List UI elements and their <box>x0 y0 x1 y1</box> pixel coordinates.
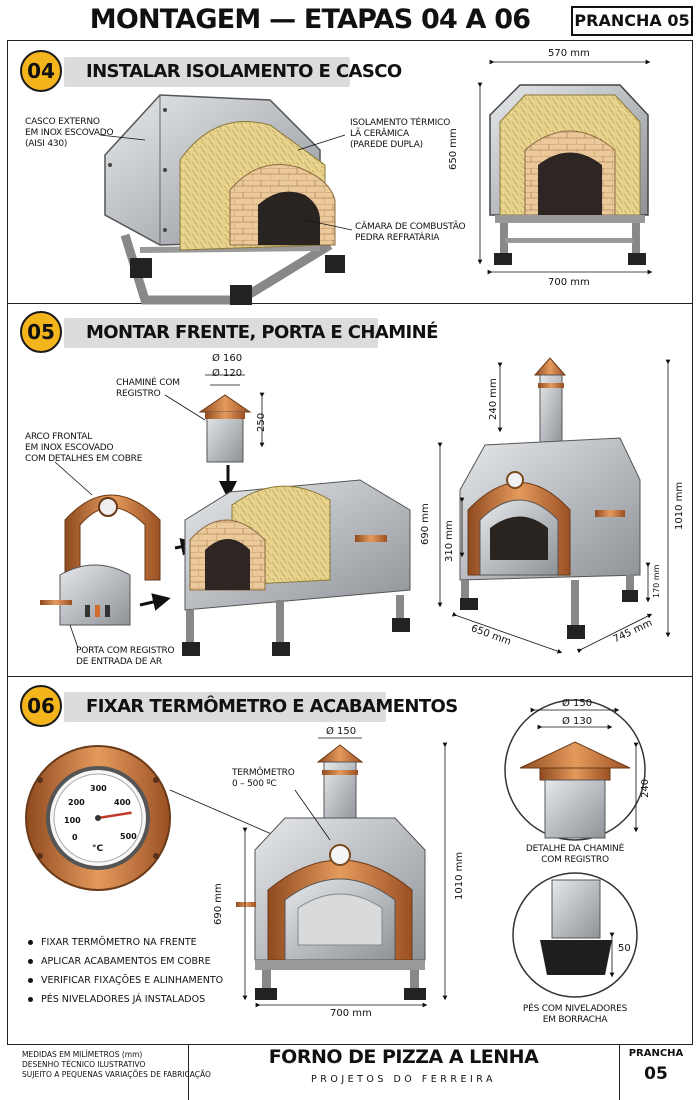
step04-title-bar <box>64 57 350 87</box>
step06-title: FIXAR TERMÔMETRO E ACABAMENTOS <box>86 696 458 717</box>
footer-sheet-number: 05 <box>644 1064 668 1084</box>
checklist-item: APLICAR ACABAMENTOS EM COBRE <box>28 952 223 971</box>
drawing-frame <box>7 40 693 1045</box>
dim-chimney-outer: Ø 160 <box>212 353 243 364</box>
label-door: PORTA COM REGISTRO DE ENTRADA DE AR <box>76 646 175 667</box>
finishing-checklist: FIXAR TERMÔMETRO NA FRENTE APLICAR ACABA… <box>28 933 223 1009</box>
step05-oven-body <box>182 479 411 656</box>
gauge-unit: °C <box>92 844 104 854</box>
step05-title: MONTAR FRENTE, PORTA E CHAMINÉ <box>86 322 438 343</box>
footer-divider <box>188 1045 189 1100</box>
dim-detail-outer: Ø 150 <box>562 698 593 709</box>
dim-opening-height: 310 mm <box>444 520 455 562</box>
step05-finished-oven <box>459 357 641 639</box>
sheet-number-box: PRANCHA 05 <box>571 6 693 36</box>
step06-chimney-detail <box>504 699 646 841</box>
step06-title-bar <box>64 692 386 722</box>
label-chimney-detail: DETALHE DA CHAMINÉ COM REGISTRO <box>525 844 625 865</box>
dim-detail-height: 240 <box>640 778 651 798</box>
dim-total-height: 1010 mm <box>674 481 685 530</box>
gauge-tick-400: 400 <box>114 798 131 807</box>
dim-detail-inner: Ø 130 <box>562 716 593 727</box>
label-insulation: ISOLAMENTO TÉRMICO LÃ CERÂMICA (PAREDE D… <box>350 118 451 150</box>
gauge-tick-300: 300 <box>90 784 107 793</box>
section-divider <box>7 676 693 677</box>
section-divider <box>7 303 693 304</box>
step05-title-bar <box>64 318 378 348</box>
dim-body-height-690: 690 mm <box>213 883 224 925</box>
dim-chimney-height: 250 <box>256 412 267 432</box>
step05-chimney-part <box>198 394 252 463</box>
dim-width-570: 570 mm <box>548 48 590 59</box>
label-chimney: CHAMINÉ COM REGISTRO <box>116 378 180 399</box>
footer-divider <box>619 1045 620 1100</box>
checklist-item: FIXAR TERMÔMETRO NA FRENTE <box>28 933 223 952</box>
step05-front-arch <box>64 494 161 581</box>
label-feet: PÉS COM NIVELADORES EM BORRACHA <box>522 1004 628 1025</box>
dim-width-700: 700 mm <box>330 1008 372 1019</box>
gauge-tick-100: 100 <box>64 816 81 825</box>
dim-height-650: 650 mm <box>448 128 459 170</box>
step04-front-elevation <box>489 84 649 265</box>
label-front-arch: ARCO FRONTAL EM INOX ESCOVADO COM DETALH… <box>25 432 143 464</box>
step06-front-view <box>236 744 426 1000</box>
dim-base-700: 700 mm <box>548 277 590 288</box>
step05-door <box>40 564 131 626</box>
page-title: MONTAGEM — ETAPAS 04 A 06 <box>89 4 531 35</box>
step06-badge: 06 <box>20 685 62 727</box>
dim-total-height-1010: 1010 mm <box>454 851 465 900</box>
dim-chimney-top: 240 mm <box>488 378 499 420</box>
dim-chimney-inner: Ø 120 <box>212 368 243 379</box>
label-thermometer: TERMÔMETRO 0 – 500 ºC <box>232 768 295 789</box>
footer-sheet-label: PRANCHA <box>628 1048 684 1059</box>
checklist-item: PÉS NIVELADORES JÁ INSTALADOS <box>28 990 223 1009</box>
footer-subtitle: PROJETOS DO FERREIRA <box>311 1074 496 1085</box>
dim-leg-height: 170 mm <box>652 564 661 598</box>
step05-badge: 05 <box>20 311 62 353</box>
step04-badge: 04 <box>20 50 62 92</box>
gauge-tick-0: 0 <box>72 833 78 842</box>
footer-title: FORNO DE PIZZA A LENHA <box>268 1046 539 1068</box>
step06-thermometer-gauge <box>25 745 171 891</box>
label-outer-shell: CASCO EXTERNO EM INOX ESCOVADO (AISI 430… <box>25 117 114 149</box>
step06-feet-detail <box>512 872 638 998</box>
label-combustion-chamber: CÂMARA DE COMBUSTÃO PEDRA REFRATÁRIA <box>355 222 466 243</box>
footer-notes: MEDIDAS EM MILÍMETROS (mm) DESENHO TÉCNI… <box>22 1050 211 1079</box>
gauge-tick-200: 200 <box>68 798 85 807</box>
dim-body-height: 690 mm <box>420 503 431 545</box>
dim-foot-height: 50 <box>618 943 631 954</box>
checklist-item: VERIFICAR FIXAÇÕES E ALINHAMENTO <box>28 971 223 990</box>
step04-oven-illustration <box>104 94 345 305</box>
dim-chimney-150: Ø 150 <box>326 726 357 737</box>
step04-title: INSTALAR ISOLAMENTO E CASCO <box>86 61 402 82</box>
gauge-tick-500: 500 <box>120 832 137 841</box>
